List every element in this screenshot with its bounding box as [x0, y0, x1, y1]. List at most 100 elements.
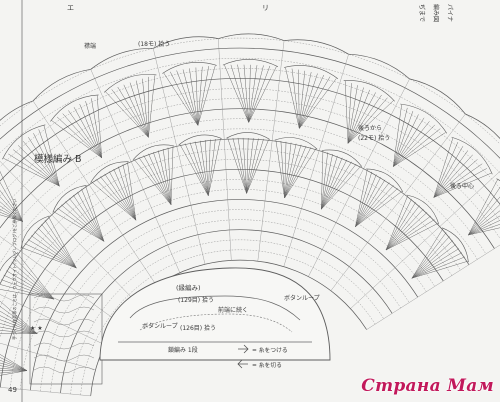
- scallop-arc: [132, 144, 175, 160]
- pineapple-stroke: [344, 80, 349, 144]
- pineapple-stroke: [393, 107, 408, 167]
- pineapple-stroke: [291, 68, 300, 129]
- spoke-line: [0, 236, 119, 323]
- scallop-arc: [321, 149, 363, 167]
- pineapple-stroke: [411, 248, 460, 279]
- pineapple-stroke: [0, 310, 38, 334]
- pineapple-stroke: [385, 195, 408, 251]
- back-center-label: 後ろ中心: [450, 182, 474, 190]
- pineapple-stroke: [17, 253, 55, 300]
- pineapple-stroke: [433, 150, 469, 198]
- pineapple-stroke: [6, 270, 55, 300]
- pineapple-stroke: [51, 120, 102, 158]
- pineapple-stroke: [246, 137, 249, 194]
- legend-attach-symbol: [238, 344, 249, 354]
- scallop-arc: [274, 137, 318, 150]
- pineapple-stroke: [167, 147, 172, 205]
- pineapple-stroke: [411, 232, 447, 279]
- pineapple-stroke: [44, 220, 77, 269]
- pineapple-stroke: [355, 185, 394, 227]
- pineapple-stroke: [321, 154, 333, 210]
- pineapple-stroke: [13, 149, 60, 187]
- pineapple-stroke: [280, 140, 285, 199]
- pineapple-stroke: [227, 138, 247, 194]
- pineapple-stroke: [117, 86, 149, 138]
- spoke-line: [153, 48, 206, 265]
- scallop-arc: [343, 80, 395, 102]
- pineapple-stroke: [355, 188, 398, 227]
- top-vertical-b: リ: [262, 4, 269, 12]
- pineapple-stroke: [411, 244, 457, 279]
- pineapple-stroke: [0, 319, 38, 334]
- pineapple-stroke: [197, 66, 203, 126]
- yoke-pick-b-label: (126目) 拾う: [180, 324, 216, 332]
- pineapple-stroke: [468, 227, 500, 236]
- pineapple-stroke: [127, 162, 137, 221]
- pineapple-stroke: [95, 179, 137, 221]
- pineapple-stroke: [355, 191, 403, 227]
- pineapple-stroke: [23, 141, 60, 187]
- pineapple-stroke: [284, 145, 307, 199]
- pineapple-stroke: [242, 137, 247, 194]
- pineapple-stroke: [347, 92, 376, 144]
- legend-cut-label: = 糸を切る: [252, 361, 282, 369]
- pineapple-stroke: [321, 157, 343, 210]
- scallop-arc: [400, 103, 448, 134]
- pineapple-stroke: [248, 65, 264, 123]
- lace-strip-row: [33, 306, 95, 314]
- rib-row-label: 前端に続く: [218, 306, 248, 314]
- edge-loop: [284, 39, 349, 55]
- pineapple-stroke: [111, 89, 149, 138]
- pineapple-stroke: [37, 227, 77, 269]
- top-right-text-c: パイナ: [446, 4, 453, 22]
- pineapple-stroke: [0, 181, 23, 222]
- pineapple-stroke: [0, 306, 38, 334]
- pineapple-stroke: [355, 176, 381, 227]
- pineapple-stroke: [189, 142, 209, 196]
- pattern-b-label: 模様編み B: [34, 153, 82, 165]
- pineapple-stroke: [299, 70, 306, 129]
- pineapple-stroke: [321, 155, 338, 210]
- pineapple-stroke: [162, 148, 172, 205]
- pineapple-stroke: [0, 211, 23, 222]
- pineapple-stroke: [385, 202, 416, 251]
- pineapple-stroke: [1, 279, 54, 300]
- pineapple-stroke: [189, 68, 199, 126]
- pineapple-stroke: [411, 256, 465, 279]
- pineapple-stroke: [321, 161, 352, 210]
- pineapple-stroke: [21, 247, 77, 269]
- lace-strip-row: [33, 294, 95, 302]
- scallop-arc: [178, 134, 222, 146]
- pineapple-stroke: [468, 179, 498, 236]
- pineapple-stroke: [77, 191, 105, 242]
- pineapple-stroke: [321, 152, 328, 210]
- pineapple-stroke: [248, 64, 251, 123]
- rows-top-label: (18モ) 拾う: [138, 40, 170, 48]
- pineapple-stroke: [3, 158, 60, 187]
- pineapple-stroke: [113, 168, 137, 221]
- pineapple-stroke: [284, 141, 287, 199]
- pineapple-stroke: [135, 80, 149, 138]
- pineapple-stroke: [393, 124, 436, 167]
- spoke-line: [32, 100, 157, 286]
- scallop-arc: [406, 194, 440, 225]
- pineapple-stroke: [0, 360, 28, 371]
- pineapple-stroke: [195, 67, 199, 126]
- pineapple-stroke: [199, 140, 209, 196]
- pineapple-stroke: [275, 140, 285, 199]
- pineapple-stroke: [11, 261, 55, 300]
- back-pickup-count-label: (22モ) 拾う: [358, 134, 390, 142]
- back-pickup-label: 後ろから: [358, 124, 382, 132]
- pineapple-stroke: [232, 137, 247, 194]
- pineapple-stroke: [347, 89, 370, 144]
- scallop-arc: [103, 74, 157, 93]
- pineapple-stroke: [31, 235, 77, 269]
- spoke-line: [0, 294, 105, 346]
- pineapple-stroke: [468, 215, 500, 236]
- pineapple-stroke: [299, 76, 331, 129]
- pineapple-stroke: [43, 125, 60, 187]
- pineapple-stroke: [321, 163, 357, 210]
- pineapple-stroke: [0, 170, 24, 222]
- pineapple-stroke: [299, 73, 318, 129]
- pineapple-stroke: [0, 326, 38, 334]
